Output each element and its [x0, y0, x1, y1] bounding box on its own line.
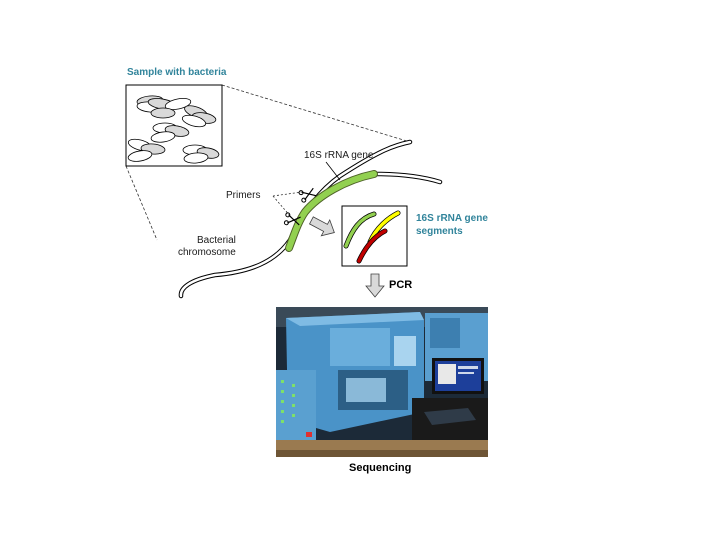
sample-label: Sample with bacteria: [127, 67, 227, 78]
scissors-icon: [283, 212, 301, 226]
primer-leader-2: [272, 195, 292, 218]
primers-label: Primers: [226, 190, 261, 201]
scissors-icon: [298, 187, 317, 203]
gene-leader-line: [325, 161, 341, 181]
segments-label-line2: segments: [416, 226, 463, 237]
sample-box: [125, 84, 223, 167]
pcr-arrow: [365, 273, 385, 298]
segments-label-line1: 16S rRNA gene: [416, 213, 488, 224]
segment-green: [344, 212, 376, 248]
extract-arrow: [308, 216, 335, 237]
segment-red: [357, 229, 387, 263]
sequencing-label: Sequencing: [349, 462, 412, 474]
sequencer-photo: [276, 307, 488, 457]
zoom-line-top: [221, 84, 411, 143]
zoom-line-bottom: [125, 165, 158, 241]
keyboard: [424, 408, 476, 425]
chromosome-label-line1: Bacterial: [197, 235, 236, 246]
pcr-label: PCR: [389, 279, 413, 291]
primer-leader-1: [272, 191, 303, 197]
segments-box: [341, 205, 408, 267]
gene-region: [286, 171, 377, 251]
gene-label: 16S rRNA gene: [304, 150, 374, 161]
bacteria-cluster: [127, 95, 220, 164]
chromosome-label-line2: chromosome: [178, 247, 236, 258]
